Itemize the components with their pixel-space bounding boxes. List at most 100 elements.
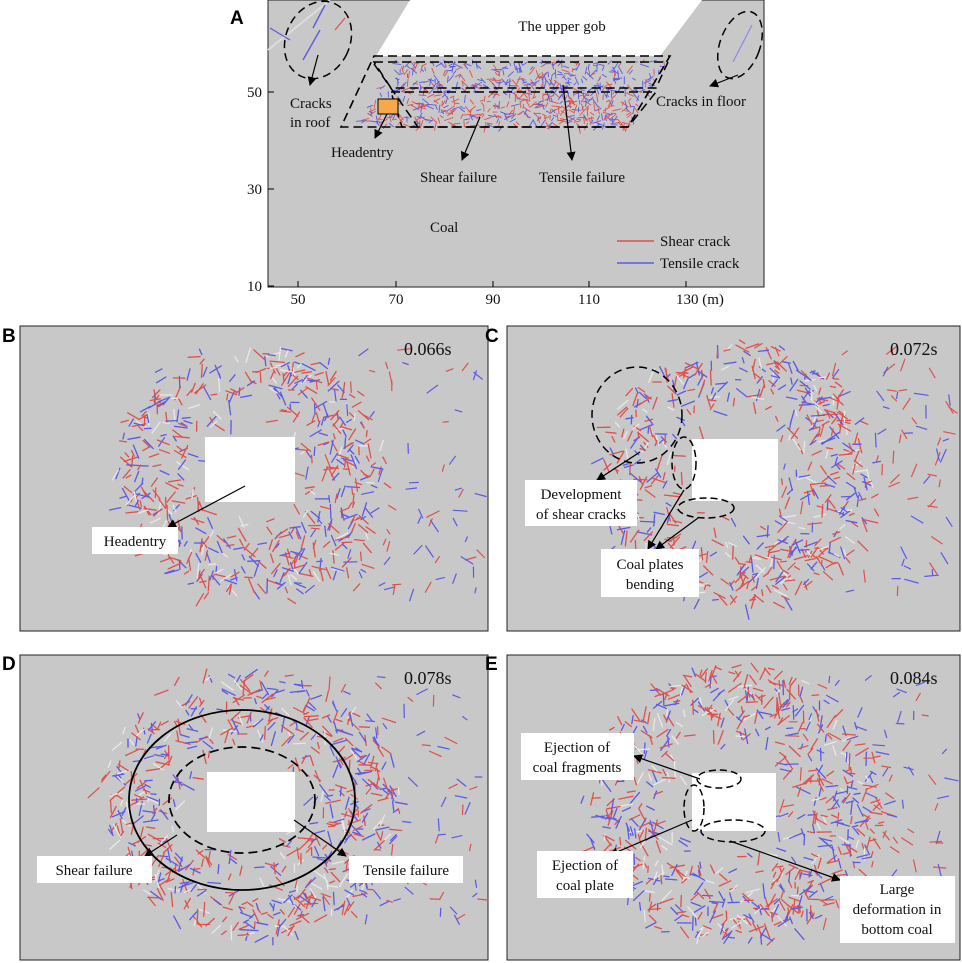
crack-segment	[602, 112, 612, 115]
crack-segment	[760, 932, 774, 942]
crack-segment	[798, 403, 813, 406]
crack-segment	[402, 123, 411, 128]
headentry-arrow-b	[167, 485, 246, 528]
crack-segment	[817, 857, 822, 869]
crack-segment	[800, 828, 805, 837]
crack-segment	[210, 568, 224, 576]
crack-segment	[345, 737, 354, 747]
crack-segment	[328, 868, 337, 871]
crack-segment	[167, 479, 182, 483]
crack-segment	[820, 814, 828, 818]
crack-segment	[555, 83, 560, 88]
tensile-zone-outline	[372, 61, 670, 89]
crack-segment	[811, 797, 824, 801]
crack-segment	[648, 773, 653, 782]
crack-segment	[353, 538, 365, 542]
crack-segment	[122, 469, 131, 479]
crack-segment	[928, 774, 937, 785]
crack-segment	[442, 70, 446, 76]
crack-segment	[736, 388, 748, 398]
crack-segment	[864, 675, 872, 681]
crack-segment	[101, 774, 107, 781]
crack-segment	[851, 461, 862, 469]
crack-segment	[365, 455, 370, 462]
crack-segment	[811, 450, 823, 456]
crack-segment	[214, 423, 225, 432]
crack-segment	[857, 438, 863, 454]
crack-segment	[773, 589, 788, 597]
crack-segment	[648, 424, 654, 438]
crack-segment	[935, 830, 941, 845]
crack-segment	[440, 110, 449, 113]
crack-segment	[582, 92, 585, 99]
crack-segment	[650, 474, 660, 485]
crack-segment	[723, 348, 731, 352]
crack-segment	[934, 452, 941, 466]
crack-segment	[662, 472, 666, 481]
crack-segment	[272, 903, 275, 912]
crack-segment	[710, 687, 719, 694]
crack-segment	[298, 548, 306, 561]
crack-segment	[615, 815, 622, 829]
crack-segment	[318, 432, 328, 437]
crack-segment	[771, 904, 780, 919]
crack-segment	[336, 411, 339, 421]
panel-a: A The upper gob Cracks in roof Cr	[230, 0, 765, 308]
crack-segment	[176, 461, 190, 471]
crack-segment	[706, 394, 711, 408]
crack-segment	[870, 851, 874, 858]
crack-segment	[327, 380, 340, 392]
crack-segment	[208, 727, 213, 740]
crack-segment	[430, 519, 439, 533]
crack-segment	[187, 355, 201, 358]
crack-segment	[481, 113, 485, 118]
crack-segment	[206, 552, 211, 563]
crack-segment	[803, 541, 818, 548]
crack-segment	[787, 811, 794, 818]
crack-segment	[559, 120, 564, 125]
crack-segment	[483, 95, 486, 102]
crack-segment	[691, 667, 697, 677]
crack-segment	[126, 464, 140, 467]
crack-segment	[448, 62, 457, 67]
crack-segment	[773, 670, 783, 680]
crack-segment	[199, 573, 207, 589]
crack-segment	[345, 567, 350, 579]
crack-segment	[349, 393, 356, 399]
crack-segment	[413, 62, 419, 65]
crack-segment	[349, 823, 360, 834]
crack-segment	[204, 549, 209, 561]
crack-segment	[553, 79, 560, 85]
crack-segment	[456, 913, 466, 920]
crack-segment	[721, 919, 728, 926]
crack-segment	[448, 105, 455, 111]
crack-segment	[119, 495, 127, 499]
crack-segment	[536, 116, 542, 121]
crack-segment	[655, 703, 669, 710]
crack-segment	[379, 814, 386, 826]
crack-segment	[785, 396, 798, 400]
crack-segment	[244, 668, 258, 679]
crack-segment	[614, 818, 620, 825]
shear-failure-arrow-d	[144, 834, 178, 857]
crack-segment	[726, 392, 730, 402]
crack-segment	[202, 749, 207, 765]
crack-segment	[739, 367, 748, 373]
crack-segment	[810, 853, 819, 858]
crack-segment	[232, 738, 236, 746]
crack-segment	[296, 847, 300, 860]
crack-segment	[182, 783, 195, 791]
crack-segment	[819, 837, 833, 842]
crack-segment	[532, 83, 536, 87]
roof-crack-line	[269, 27, 291, 41]
crack-segment	[279, 918, 287, 928]
crack-segment	[792, 708, 799, 713]
crack-segment	[842, 736, 851, 742]
crack-segment	[473, 371, 483, 380]
crack-segment	[261, 693, 274, 704]
crack-segment	[158, 883, 166, 896]
crack-segment	[426, 384, 439, 394]
crack-segment	[295, 722, 298, 731]
crack-segment	[554, 68, 557, 79]
y-tick-label: 30	[247, 182, 262, 198]
